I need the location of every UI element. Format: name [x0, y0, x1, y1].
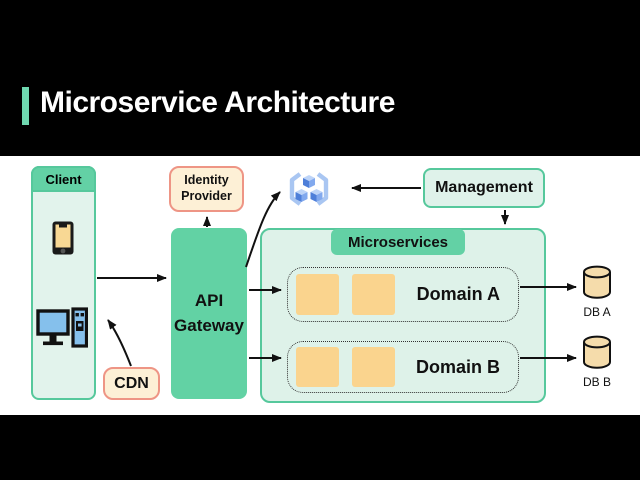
client-box-header: Client	[31, 166, 96, 192]
service-square	[296, 347, 339, 387]
api-gateway-box: API Gateway	[171, 228, 247, 399]
page-title: Microservice Architecture	[40, 86, 395, 119]
db-b: DB B	[575, 335, 619, 389]
service-square	[352, 347, 395, 387]
db-b-label: DB B	[582, 375, 611, 389]
microservices-label: Microservices	[331, 229, 465, 255]
domain-b-box: Domain B	[287, 341, 519, 393]
identity-provider-box: Identity Provider	[169, 166, 244, 212]
service-square	[352, 274, 395, 315]
domain-a-label: Domain A	[416, 284, 500, 304]
domain-b-label: Domain B	[415, 356, 500, 377]
management-box: Management	[423, 168, 545, 208]
db-a-label: DB A	[583, 305, 611, 319]
service-square	[296, 274, 339, 315]
cdn-box: CDN	[103, 367, 160, 400]
database-cylinder-icon	[582, 265, 612, 303]
domain-a-box: Domain A	[287, 267, 519, 322]
client-box	[31, 166, 96, 400]
kubernetes-containers-icon	[286, 171, 332, 207]
desktop-computer-icon	[36, 307, 89, 348]
database-cylinder-icon	[582, 335, 612, 373]
db-a: DB A	[575, 265, 619, 319]
phone-icon	[51, 220, 75, 256]
title-accent-bar	[22, 87, 29, 125]
